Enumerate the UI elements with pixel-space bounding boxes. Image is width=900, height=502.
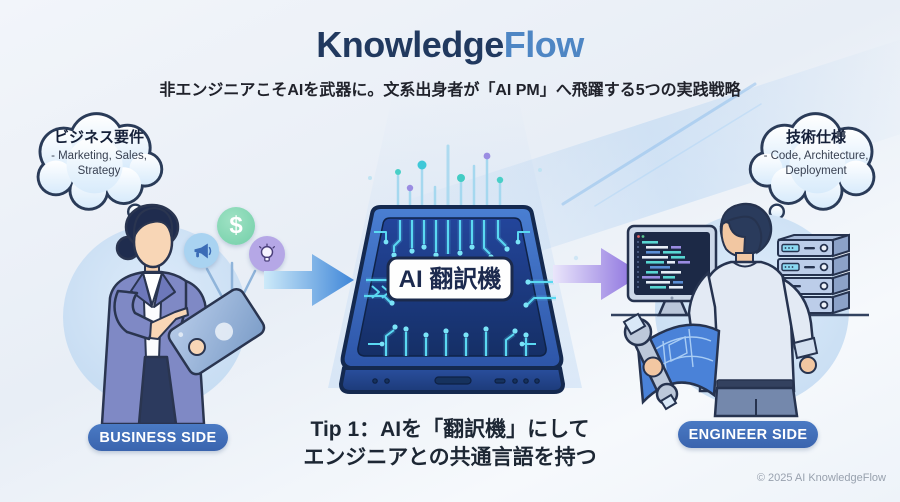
bubble-engineer-line2: Deployment (785, 164, 847, 177)
bubble-engineer-text: 技術仕様 - Code, Architecture, Deployment (757, 126, 875, 178)
dollar-icon: $ (217, 207, 255, 245)
bubble-engineer-title: 技術仕様 (785, 129, 846, 146)
businesswoman-illustration (63, 203, 266, 425)
flow-arrow-ai-to-engineer (553, 248, 643, 300)
gripping-hand (642, 356, 664, 378)
engineer-illustration (611, 202, 869, 418)
bubble-business-line2: Strategy (77, 164, 121, 177)
flow-arrow-business-to-ai (264, 254, 354, 306)
code-lines (642, 241, 690, 289)
bubble-business-text: ビジネス要件 - Marketing, Sales, Strategy (40, 126, 158, 178)
title-accent: Flow (503, 24, 584, 65)
tip-line2: エンジニアとの共通言語を持つ (303, 445, 597, 469)
line-numbers (637, 241, 639, 288)
megaphone-icon (184, 233, 219, 268)
engineer-side-badge: ENGINEER SIDE (678, 421, 818, 448)
dollar-glyph: $ (229, 212, 243, 239)
tip-text: Tip 1：AIを「翻訳機」にして エンジニアとの共通言語を持つ (230, 416, 670, 471)
business-side-badge: BUSINESS SIDE (88, 424, 228, 451)
holding-hand (188, 338, 206, 356)
signal-dots (368, 152, 579, 261)
copyright-text: © 2025 AI KnowledgeFlow (756, 472, 886, 484)
tip-line1: Tip 1：AIを「翻訳機」にして (310, 418, 590, 441)
circuit-traces (364, 220, 556, 356)
title-primary: Knowledge (316, 24, 504, 65)
bubble-engineer-line1: - Code, Architecture, (763, 150, 869, 162)
bubble-business-title: ビジネス要件 (53, 129, 144, 146)
server-rack (777, 233, 850, 315)
tablet-sparkle-lines (205, 261, 257, 297)
thought-bubble-business (36, 112, 164, 231)
device-label-plate (386, 256, 514, 302)
thought-bubble-engineer (748, 112, 876, 231)
woman-figure (100, 203, 207, 425)
device-label: AI 翻訳機 (399, 265, 502, 293)
pointing-hand (149, 307, 189, 340)
signal-lines (396, 144, 502, 209)
code-monitor (626, 224, 718, 317)
ai-translator-device: AI 翻訳機 (339, 144, 579, 394)
page-title: KnowledgeFlow (0, 24, 900, 66)
bubble-business-line1: - Marketing, Sales, (51, 150, 147, 162)
lightbulb-icon (249, 236, 285, 272)
device-ports (372, 376, 540, 385)
page-subtitle: 非エンジニアこそAIを武器に。文系出身者が「AI PM」へ飛躍する5つの実践戦略 (159, 82, 741, 99)
